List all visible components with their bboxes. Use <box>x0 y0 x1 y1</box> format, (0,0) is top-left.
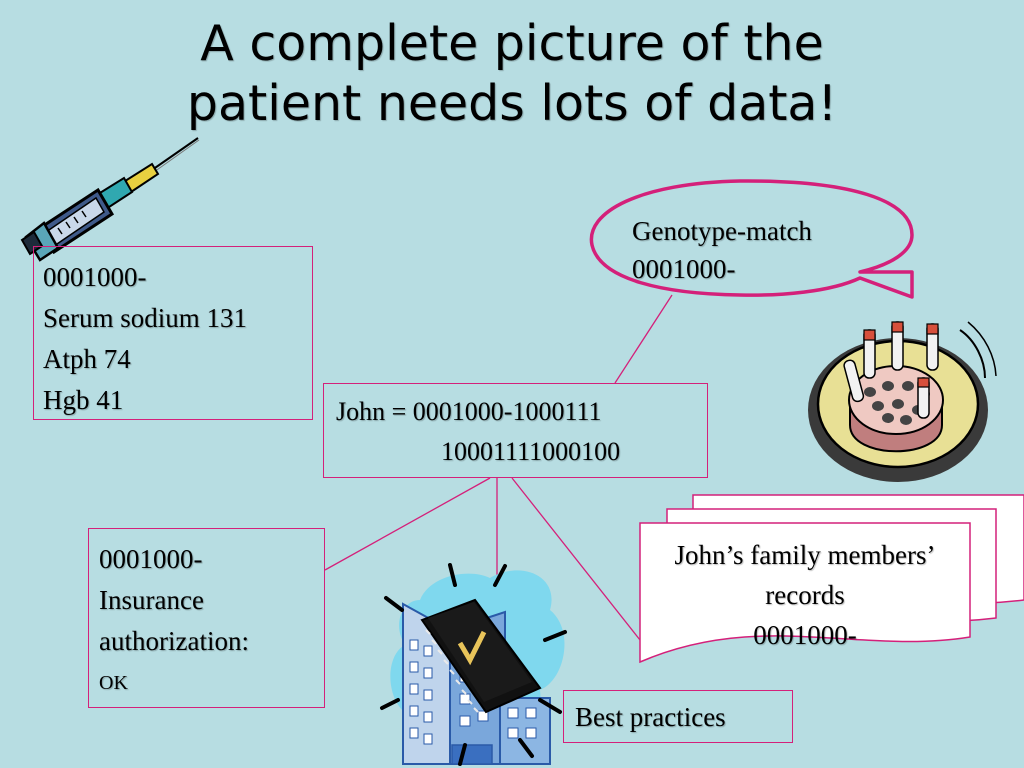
insurance-line-1: 0001000- <box>99 544 203 574</box>
title-line-2: patient needs lots of data! <box>186 75 838 132</box>
patient-id-box: John = 0001000-1000111 10001111000100 <box>323 383 708 478</box>
lab-line-2: Serum sodium 131 <box>43 303 248 333</box>
test-tube-tray-icon <box>808 321 997 482</box>
title-line-1: A complete picture of the <box>200 15 824 72</box>
connector-john-to-family <box>511 477 641 641</box>
lab-results-box: 0001000- Serum sodium 131 Atph 74 Hgb 41 <box>33 246 313 420</box>
insurance-box: 0001000- Insurance authorization: OK <box>88 528 325 708</box>
family-records-text: John’s family members’ records 0001000- <box>640 535 970 655</box>
connector-john-to-insurance <box>324 477 491 571</box>
patient-id-line-1: John = 0001000-1000111 <box>336 397 602 426</box>
patient-id-line-2: 10001111000100 <box>441 437 621 466</box>
connector-john-to-genotype <box>614 294 673 384</box>
family-line-3: 0001000- <box>753 620 857 650</box>
genotype-line-1: Genotype-match <box>632 216 812 246</box>
lab-line-4: Hgb 41 <box>43 385 124 415</box>
genotype-line-2: 0001000- <box>632 254 736 284</box>
stacked-records <box>639 494 1024 664</box>
lab-line-3: Atph 74 <box>43 344 131 374</box>
family-line-2: records <box>765 580 845 610</box>
speech-bubble <box>589 179 914 299</box>
best-practices-label: Best practices <box>575 702 726 732</box>
genotype-bubble-text: Genotype-match 0001000- <box>632 212 812 288</box>
best-practices-box: Best practices <box>563 690 793 743</box>
insurance-line-2: Insurance <box>99 585 204 615</box>
slide-title: A complete picture of the patient needs … <box>0 14 1024 134</box>
insurance-status: OK <box>99 672 128 694</box>
checklist-book-icon <box>420 598 542 714</box>
family-line-1: John’s family members’ <box>674 540 936 570</box>
lab-line-1: 0001000- <box>43 262 147 292</box>
syringe-icon <box>20 137 200 262</box>
insurance-line-3: authorization: <box>99 626 249 656</box>
